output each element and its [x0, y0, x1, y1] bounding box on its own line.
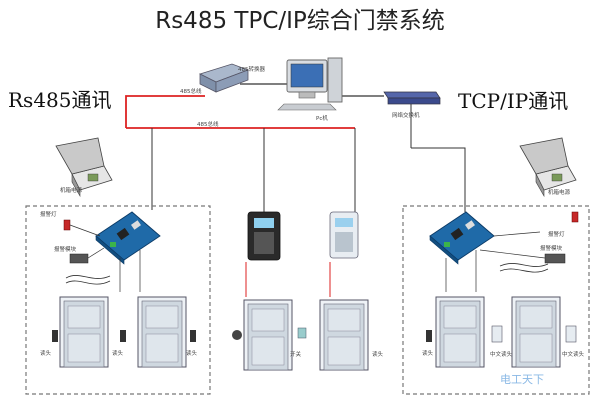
watermark: 电工天下	[500, 373, 544, 386]
converter-label: 485转换器	[238, 65, 265, 73]
exit-button-device	[297, 327, 307, 339]
reader-label: 读头	[40, 349, 52, 357]
controller-wires	[445, 250, 477, 292]
controller-board-right	[429, 211, 495, 265]
reader-device	[190, 330, 196, 342]
bus-label-upper: 485总线	[180, 87, 202, 95]
bus-label-lower: 485总线	[197, 120, 219, 128]
power-box-right	[519, 137, 577, 198]
door-middle-1	[243, 299, 293, 371]
pc-label: Pc机	[316, 114, 328, 122]
exit-button-label: 开关	[290, 350, 302, 358]
right-panel-frame	[402, 205, 590, 395]
door-left-2	[137, 296, 187, 368]
pc-computer	[277, 57, 343, 111]
door-right-1	[435, 296, 485, 368]
cn-reader-device	[491, 325, 503, 343]
alarm-light-left	[63, 219, 71, 231]
keypad-terminal-2	[329, 211, 359, 259]
cn-reader-label: 中文读头	[562, 350, 585, 358]
controller-board-left	[95, 211, 161, 265]
alarm-module-left	[69, 253, 89, 264]
cable-bundle	[65, 275, 111, 279]
reader-device	[52, 330, 58, 342]
door-left-1	[59, 296, 109, 368]
alarm-wire	[87, 247, 105, 259]
network-switch	[383, 91, 441, 105]
keypad-terminal-1	[247, 211, 281, 261]
door-middle-2	[319, 299, 369, 371]
rs485-heading: Rs485通讯	[8, 88, 112, 112]
rs485-bus-line	[125, 95, 205, 128]
left-panel-frame	[25, 205, 211, 395]
power-label-left: 机箱电源	[60, 186, 83, 194]
alarm-module-label-left: 报警模块	[54, 245, 77, 253]
reader-device	[426, 330, 432, 342]
alarm-wire	[493, 231, 541, 237]
cable-bundle	[499, 268, 549, 273]
diagram-title: Rs485 TPC/IP综合门禁系统	[155, 8, 445, 34]
cn-reader-label: 中文读头	[490, 350, 513, 358]
exit-button-device	[232, 330, 242, 340]
alarm-light-label-right: 报警灯	[548, 230, 565, 238]
rs485-converter	[198, 63, 250, 93]
cable-bundle	[499, 263, 549, 267]
alarm-module-label-right: 报警模块	[540, 244, 563, 252]
cable-bundle	[65, 280, 111, 285]
reader-label: 读头	[372, 350, 384, 358]
controller-wires	[119, 250, 141, 292]
reader-device	[120, 330, 126, 342]
alarm-wire	[69, 224, 101, 237]
door-right-2	[511, 296, 561, 368]
alarm-light-label-left: 报警灯	[40, 210, 57, 218]
cn-reader-device	[565, 325, 577, 343]
tcpip-heading: TCP/IP通讯	[458, 89, 568, 113]
reader-label: 读头	[186, 349, 198, 357]
reader-label: 读头	[422, 349, 434, 357]
power-box-left	[55, 137, 113, 198]
switch-label: 网络交换机	[392, 111, 420, 119]
drop-line	[411, 147, 466, 212]
alarm-module-right	[544, 253, 566, 264]
alarm-wire	[479, 249, 546, 259]
reader-label: 读头	[112, 349, 124, 357]
power-label-right: 机箱电源	[548, 188, 571, 196]
alarm-light-right	[571, 211, 579, 223]
